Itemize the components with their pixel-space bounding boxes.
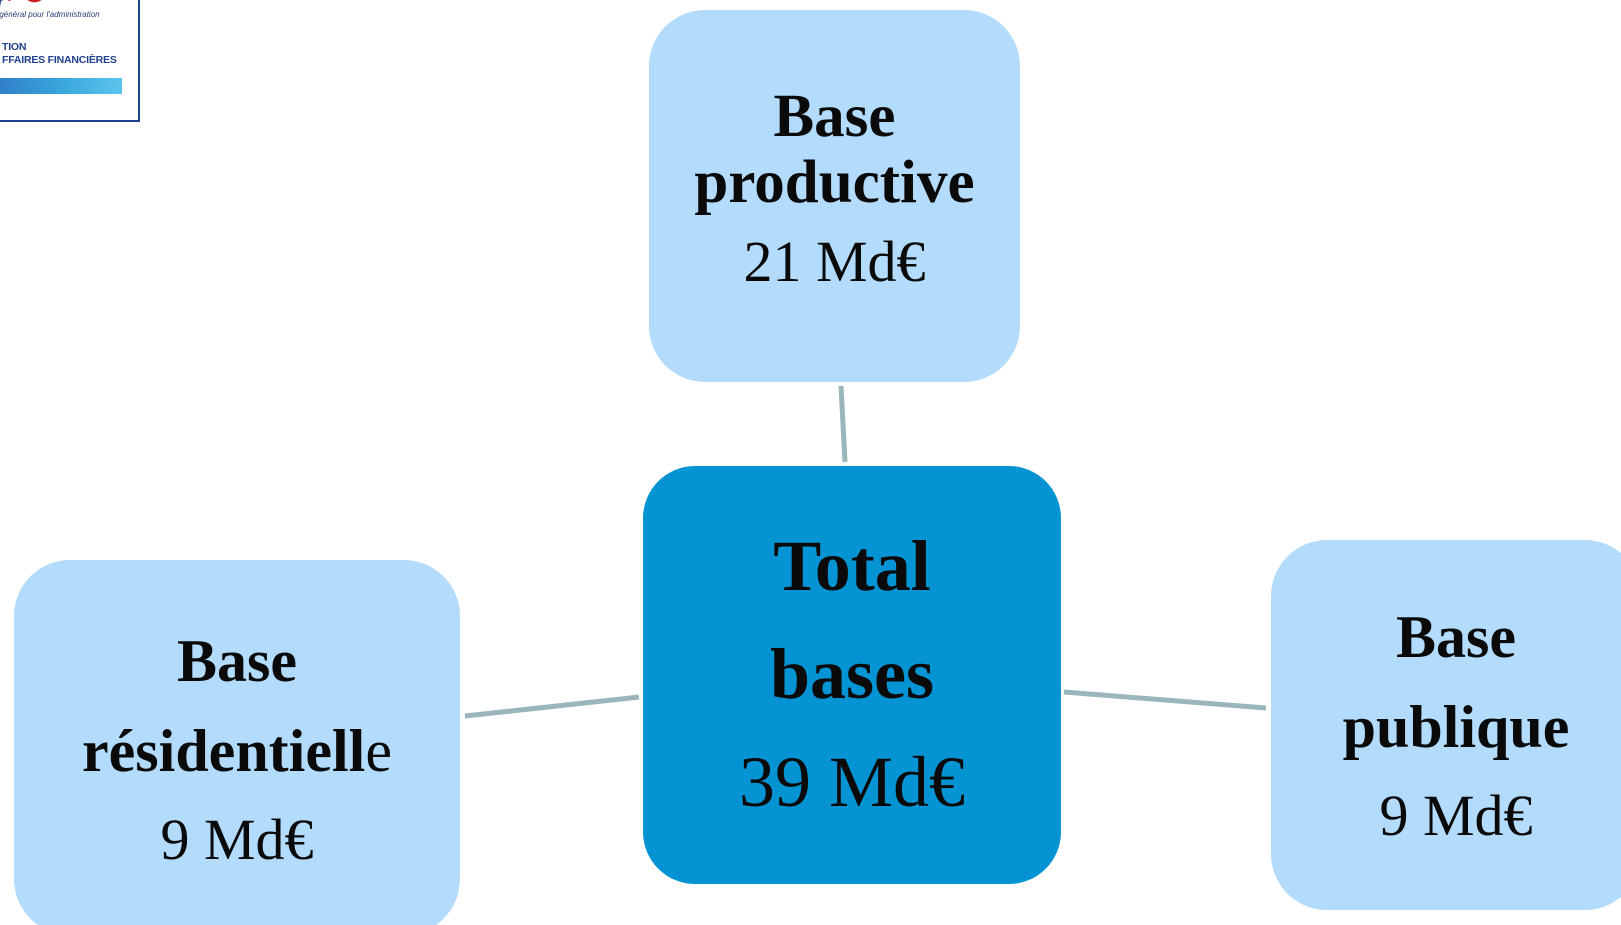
node-value: 9 Md€ <box>1379 783 1533 848</box>
logo-color-bar <box>0 78 122 94</box>
node-title-line-2: bases <box>769 634 935 714</box>
node-value: 9 Md€ <box>160 807 314 872</box>
connector-center-top <box>838 385 848 463</box>
logo-direction-line-2: FFAIRES FINANCIÈRES <box>2 54 117 67</box>
node-title-line-1: Base <box>177 628 297 694</box>
node-title-line-2: productive <box>694 149 975 216</box>
svg-text:G: G <box>0 0 4 15</box>
node-title-line-2: résidentielle <box>82 706 392 796</box>
node-value: 21 Md€ <box>743 229 926 294</box>
node-value: 39 Md€ <box>738 742 966 822</box>
node-total-bases: Total bases 39 Md€ <box>643 466 1061 884</box>
node-base-publique: Base publique 9 Md€ <box>1271 540 1621 910</box>
node-title-line-1: Total <box>773 526 931 606</box>
agency-logo: G …riat général pour l'administration TI… <box>0 0 140 122</box>
logo-direction-text: TION FFAIRES FINANCIÈRES <box>2 41 117 67</box>
node-title-tail: e <box>365 718 392 784</box>
node-base-residentielle: Base résidentielle 9 Md€ <box>14 560 460 925</box>
node-title-line-1: Base <box>773 83 896 150</box>
node-title-bold-part: résidentiell <box>82 718 366 784</box>
connector-center-left <box>464 694 640 719</box>
node-title-line-1: Base <box>1396 604 1516 670</box>
logo-tagline: …riat général pour l'administration <box>0 10 100 19</box>
node-base-productive: Base productive 21 Md€ <box>649 10 1020 382</box>
node-title-line-2: publique <box>1342 694 1570 760</box>
logo-direction-line-1: TION <box>2 41 27 53</box>
logo-mark-icon: G <box>0 0 42 15</box>
connector-center-right <box>1063 689 1267 711</box>
